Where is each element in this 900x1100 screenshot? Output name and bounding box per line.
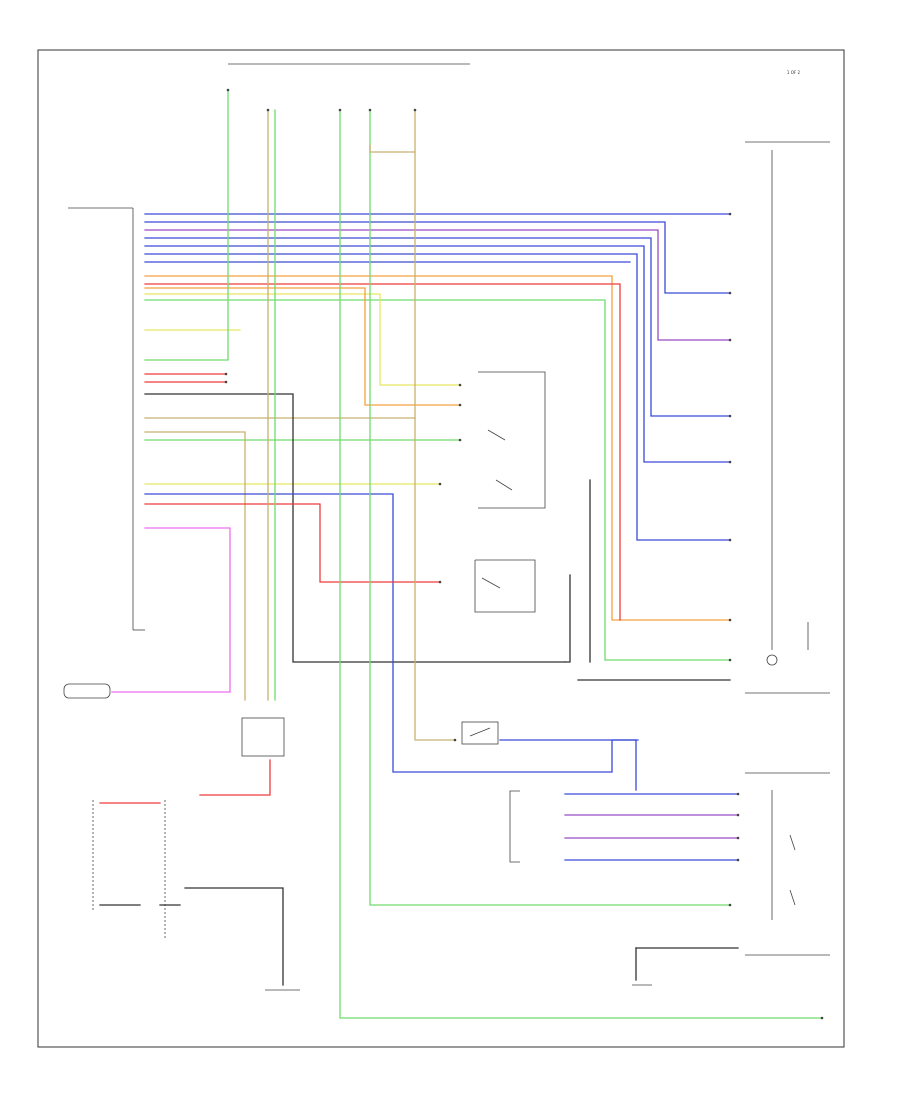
wire-black-6 (184, 887, 284, 986)
wire-red-5 (199, 759, 271, 796)
wire-blue-5 (144, 253, 731, 541)
sensor-box (63, 683, 111, 699)
wire-red-4 (144, 503, 441, 583)
wire-tan-4 (369, 144, 416, 153)
wire-blue-8 (499, 739, 637, 791)
wire-green-6 (369, 109, 731, 906)
wire-black-1 (144, 393, 566, 663)
wire-purple-1 (144, 229, 731, 341)
recirc-switch-box (474, 559, 536, 613)
page-id: 1 OF 2 (787, 70, 801, 75)
wire-blue-4 (144, 245, 731, 463)
wire-orange-1 (144, 275, 731, 621)
wire-black-2 (564, 574, 571, 663)
wire-pink-1 (144, 527, 231, 693)
diagram-frame (37, 49, 845, 1048)
wire-blue-7 (144, 493, 639, 773)
wires (99, 89, 823, 1019)
wire-green-5 (339, 109, 823, 1019)
wire-yellow-1 (144, 293, 461, 386)
wire-blue-3 (144, 237, 731, 417)
wire-tan-5 (414, 109, 456, 741)
wire-red-1 (144, 283, 621, 621)
connector-pins (224, 88, 824, 1020)
components (63, 371, 652, 991)
control-module-box (241, 717, 285, 757)
wire-tan-2 (144, 431, 246, 701)
blower-motor-box (461, 721, 499, 745)
structure-lines (68, 63, 830, 956)
mode-actuator-box (478, 371, 546, 509)
wire-green-3 (144, 89, 229, 361)
wire-blue-2 (144, 221, 731, 294)
wire-orange-2 (144, 287, 461, 406)
wire-green-1 (144, 299, 731, 661)
resistor-box (509, 790, 520, 863)
